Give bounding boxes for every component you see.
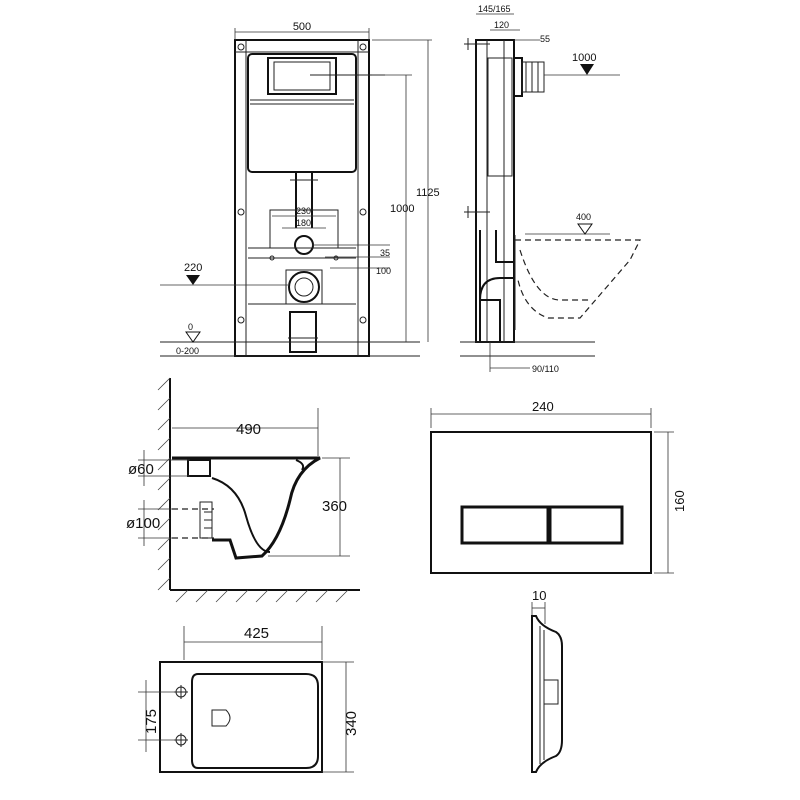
dim-inner-230: 230 xyxy=(296,206,311,216)
level-1000: 1000 xyxy=(572,52,596,64)
frame-front-view: 500 1125 1000 230 180 35 100 220 0 0-200 xyxy=(160,21,440,357)
wall-hatch xyxy=(157,377,171,591)
bowl-side-view: 490 360 ø60 ø100 xyxy=(126,377,360,603)
dim-plate-width: 240 xyxy=(532,399,554,414)
dim-bowl-height: 360 xyxy=(322,498,347,515)
dim-inlet-diameter: ø60 xyxy=(128,461,154,478)
dim-bottom-90-110: 90/110 xyxy=(532,364,559,374)
level-floor-0: 0 xyxy=(188,322,193,332)
dim-frame-width: 500 xyxy=(293,21,311,33)
level-marker-400 xyxy=(577,223,593,235)
level-marker-0 xyxy=(185,331,201,343)
dim-offset-35: 35 xyxy=(380,248,390,258)
frame-side-view: 145/165 120 55 1000 400 90/110 xyxy=(460,4,641,374)
dim-flush-height-1000: 1000 xyxy=(390,203,414,215)
flush-button-large xyxy=(548,505,624,545)
dim-depth-55: 55 xyxy=(540,34,550,44)
flush-button-small xyxy=(460,505,550,545)
dim-offset-100: 100 xyxy=(376,266,391,276)
bowl-top-view: 425 340 175 xyxy=(138,625,360,773)
level-marker-1000 xyxy=(580,64,594,75)
level-marker-220 xyxy=(186,275,200,285)
level-220: 220 xyxy=(184,262,202,274)
dim-fixing-distance: 175 xyxy=(143,709,160,734)
dim-plate-height: 160 xyxy=(672,490,687,512)
level-400: 400 xyxy=(576,212,591,222)
flush-plate-side-view: 10 xyxy=(531,588,563,773)
dim-top-width: 425 xyxy=(244,625,269,642)
dim-depth-145-165: 145/165 xyxy=(478,4,511,14)
dim-top-depth: 340 xyxy=(343,711,360,736)
flush-plate-front-view: 240 160 xyxy=(430,399,687,574)
dim-depth-120: 120 xyxy=(494,20,509,30)
floor-hatch xyxy=(175,589,349,603)
dim-bowl-length: 490 xyxy=(236,421,261,438)
dim-outlet-diameter: ø100 xyxy=(126,515,160,532)
level-floor-range: 0-200 xyxy=(176,346,199,356)
dim-inner-180: 180 xyxy=(296,218,311,228)
dim-frame-height-1125: 1125 xyxy=(416,187,440,199)
dim-plate-thickness: 10 xyxy=(532,588,546,603)
